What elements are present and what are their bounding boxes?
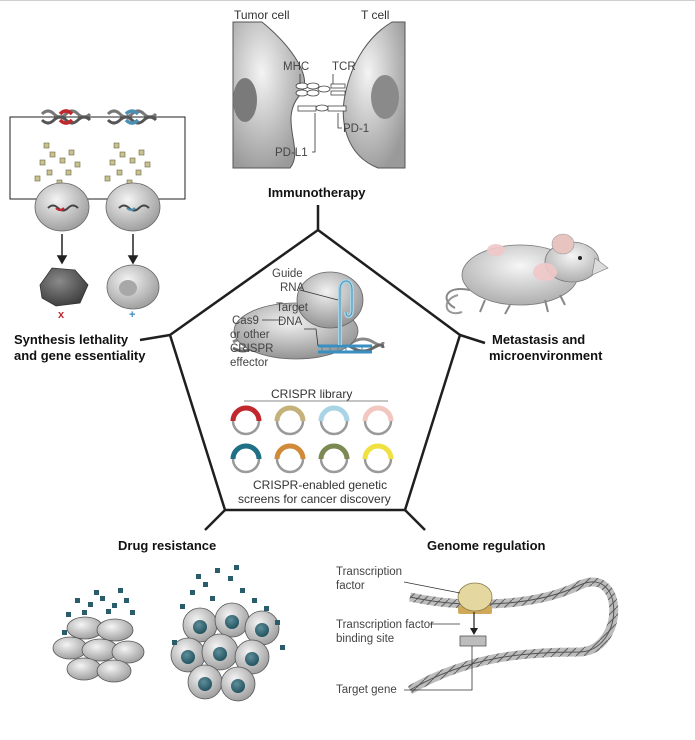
plasmid-6: [274, 443, 306, 474]
cas9-label-line1: Cas9: [232, 315, 259, 327]
plasmid-3: [318, 405, 350, 436]
metastasis-title-line2: microenvironment: [489, 348, 603, 363]
plasmid-8: [362, 443, 394, 474]
synthetic-title-line1: Synthesis lethality: [14, 332, 129, 347]
cas9-label-line2: or other: [230, 329, 270, 341]
dna-loop: [407, 577, 619, 694]
target-gene-segment: [459, 635, 487, 647]
genome-regulation-title: Genome regulation: [427, 538, 546, 553]
dna-helix-red: [40, 109, 92, 125]
target-gene-label: Target gene: [336, 684, 397, 696]
drug-molecules-right: [172, 565, 285, 650]
plasmid-4: [362, 405, 394, 436]
target-dna-label-line2: DNA: [278, 316, 303, 328]
caption-line2: screens for cancer discovery: [238, 492, 391, 506]
small-molecules-left: [34, 142, 81, 186]
metastasis-title-line1: Metastasis and: [492, 332, 586, 347]
pdl1-label: PD-L1: [275, 147, 308, 159]
cell-left-treated: [34, 182, 90, 232]
caption-line1: CRISPR-enabled genetic: [253, 478, 388, 492]
plasmid-2: [274, 405, 306, 436]
drug-resistance-title: Drug resistance: [118, 538, 217, 553]
dead-cell: [39, 267, 89, 307]
mouse-illustration: [445, 233, 609, 315]
top-border: [0, 0, 695, 1]
surviving-cell: [106, 264, 160, 310]
transcription-factor: [457, 582, 493, 612]
cas9-label-line3: CRISPR: [230, 343, 274, 355]
mhc-label: MHC: [283, 61, 310, 73]
plasmid-1: [230, 405, 262, 436]
target-dna-label-line1: Target: [276, 302, 308, 314]
mhc-tcr-receptors: [295, 82, 346, 97]
connector-lines: [139, 205, 486, 531]
pentagon: [168, 228, 462, 512]
crispr-library-title: CRISPR library: [271, 387, 353, 401]
genome-regulation-illustration: [403, 577, 619, 694]
guide-rna-label-line1: Guide: [272, 268, 303, 280]
pd1-pdl1-pair: [297, 104, 347, 112]
tumor-nucleus: [233, 78, 257, 122]
tumor-cell-label: Tumor cell: [234, 8, 290, 22]
plasmid-library: [230, 405, 394, 474]
cas9-illustration: [232, 271, 385, 360]
plasmid-5: [230, 443, 262, 474]
cell-right-treated: [105, 182, 161, 232]
transcription-factor-label-line1: Transcription: [336, 566, 403, 578]
guide-rna-label-line2: RNA: [280, 282, 305, 294]
tcr-label: TCR: [332, 61, 356, 73]
small-molecules-right: [104, 142, 151, 186]
drug-molecules-left: [62, 588, 135, 635]
down-arrows: [56, 234, 139, 265]
immunotherapy-title: Immunotherapy: [268, 185, 366, 200]
drug-resistance-illustration: [52, 565, 285, 702]
t-cell-nucleus: [371, 75, 399, 119]
synthetic-lethality-illustration: [9, 109, 186, 310]
immunotherapy-illustration: [232, 21, 406, 169]
transcription-factor-label-line2: factor: [336, 580, 365, 592]
synthetic-title-line2: and gene essentiality: [14, 348, 146, 363]
cas9-label-line4: effector: [230, 357, 269, 369]
lethal-mark: x: [58, 309, 65, 321]
plasmid-7: [318, 443, 350, 474]
binding-site-label-line1: Transcription factor: [336, 619, 434, 631]
binding-site-label-line2: binding site: [336, 633, 395, 645]
dna-helix-blue: [106, 109, 158, 125]
viable-mark: +: [129, 309, 136, 321]
resistant-cell-cluster: [170, 602, 280, 702]
pd1-label: PD-1: [343, 123, 370, 135]
t-cell-label: T cell: [361, 8, 390, 22]
sensitive-cell-cluster: [52, 616, 145, 683]
